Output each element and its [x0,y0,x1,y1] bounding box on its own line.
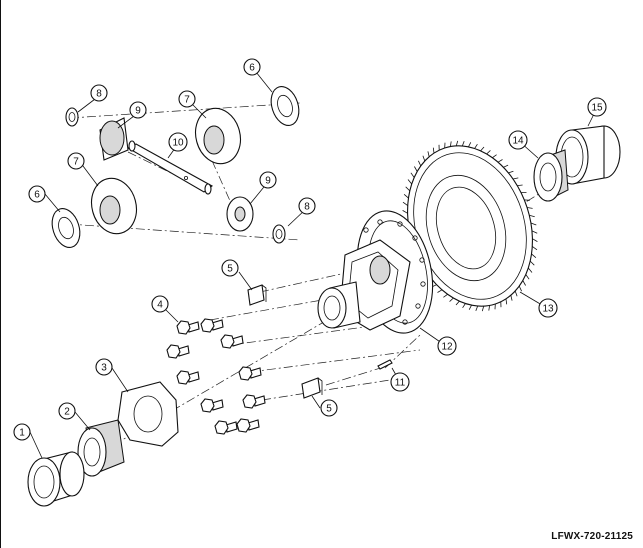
thrust-washer-upper [270,86,300,126]
bearing-cone-left [77,419,125,477]
svg-text:5: 5 [326,404,332,415]
svg-text:6: 6 [249,63,255,74]
bolt [176,320,200,335]
svg-text:8: 8 [304,202,310,213]
callout-1: 1 [13,423,31,441]
bearing-cup-left [27,451,85,507]
callout-4: 4 [151,295,169,313]
svg-text:9: 9 [135,106,141,117]
svg-text:14: 14 [512,136,524,147]
figure-border-left [0,0,1,548]
bolt [242,394,266,409]
thrust-washer-lower [51,208,81,248]
bolt [166,344,190,359]
bolt [236,418,260,433]
pinion-shaft [126,140,214,195]
bolt [214,420,238,435]
svg-text:4: 4 [157,300,163,311]
svg-text:7: 7 [184,95,190,106]
svg-text:6: 6 [34,190,40,201]
case-bolt-holes [363,219,426,325]
svg-text:12: 12 [441,342,453,353]
callout-7-lower: 7 [67,152,85,170]
callout-7-upper: 7 [178,90,196,108]
svg-text:1: 1 [19,428,25,439]
pinion-washer-lower [272,224,286,244]
callout-12: 12 [437,336,457,356]
lock-pin [377,359,393,370]
callout-5-lower: 5 [320,399,338,417]
figure-code: LFWX-720-21125 [551,531,633,542]
ring-gear-bolts [166,318,266,435]
svg-text:10: 10 [172,138,184,149]
bolt [220,334,244,349]
pinion-gear-lower [226,196,254,232]
svg-text:9: 9 [265,176,271,187]
callout-2: 2 [58,402,76,420]
differential-case [317,210,434,334]
svg-text:15: 15 [591,103,603,114]
callout-9-upper: 9 [129,101,147,119]
bolt [200,318,224,333]
bolt [176,370,200,385]
callout-6-lower: 6 [28,185,46,203]
lock-plate-lower [301,377,323,399]
pinion-washer-upper [65,107,79,127]
svg-text:11: 11 [395,378,406,389]
svg-text:5: 5 [227,264,233,275]
callout-9-lower: 9 [259,171,277,189]
callout-10: 10 [168,132,188,152]
callout-5-upper: 5 [221,259,239,277]
callout-11: 11 [390,372,410,392]
callout-8-lower: 8 [298,197,316,215]
callout-8-upper: 8 [90,84,108,102]
callout-14: 14 [508,130,528,150]
svg-text:2: 2 [64,407,70,418]
pinion-gear-upper [99,117,129,161]
callout-6-upper: 6 [243,58,261,76]
bolt [200,398,224,413]
side-gear-upper [194,107,242,165]
svg-text:3: 3 [101,363,107,374]
callout-15: 15 [587,97,607,117]
callout-3: 3 [95,358,113,376]
svg-text:7: 7 [73,157,79,168]
callout-13: 13 [538,298,558,318]
bearing-cone-right [533,149,569,202]
svg-text:13: 13 [542,304,554,315]
drive-plate [117,381,179,447]
svg-text:8: 8 [96,89,102,100]
bolt [238,366,262,381]
side-gear-lower [90,177,138,235]
